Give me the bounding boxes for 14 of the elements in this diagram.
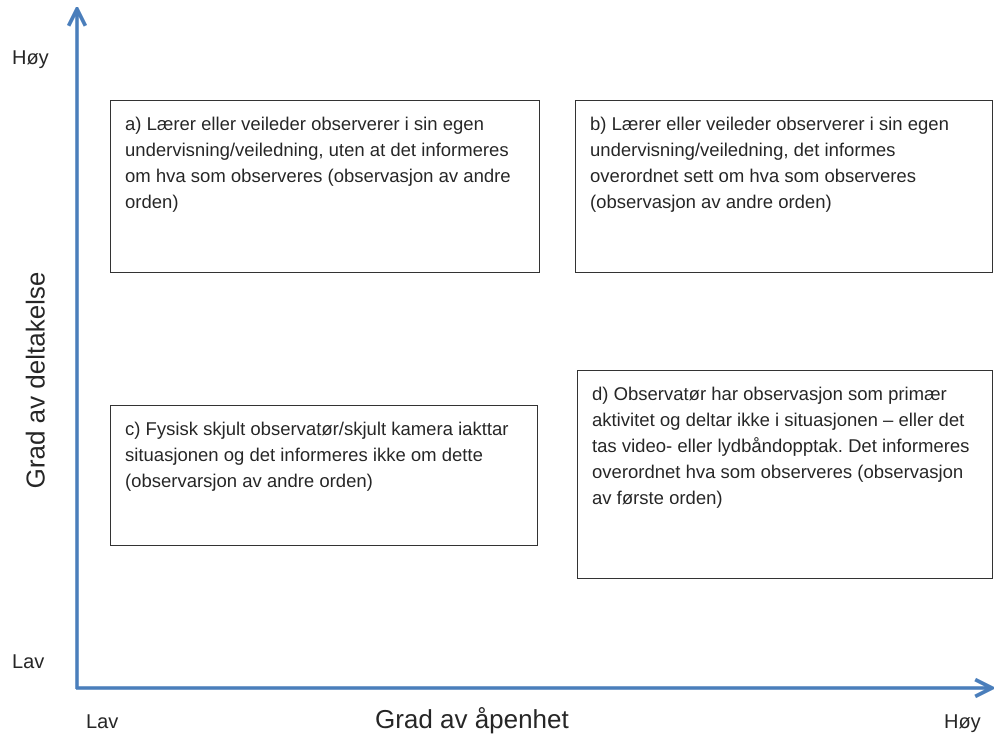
axis-level-label: Høy xyxy=(944,710,981,734)
quadrant-box xyxy=(577,370,993,579)
axis-title: Grad av åpenhet xyxy=(375,704,569,736)
quadrant-text: b) Lærer eller veileder observerer i sin egen undervisning/veiledning, det informes overordnet sett om hva som observeres (observasjon av andre orden) xyxy=(590,112,950,214)
quadrant-box xyxy=(575,100,993,273)
quadrant-text: c) Fysisk skjult observatør/skjult kamera iakttar situasjonen og det informeres ikke om dette (observarsjon av andre orden) xyxy=(125,417,510,493)
quadrant-text: d) Observatør har observasjon som primær aktivitet og deltar ikke i situasjonen – eller det tas video- eller lydbåndopptak. Det informeres overordnet hva som observeres (observasjon av første orden) xyxy=(592,382,970,510)
quadrant-text: a) Lærer eller veileder observerer i sin egen undervisning/veiledning, uten at det informeres om hva som observeres (observasjon av andre orden) xyxy=(125,112,512,214)
axis-title: Grad av deltakelse xyxy=(20,272,52,488)
quadrant-box xyxy=(110,405,538,546)
quadrant-box xyxy=(110,100,540,273)
axis-level-label: Lav xyxy=(12,650,44,674)
axis-level-label: Lav xyxy=(86,710,118,734)
axis-level-label: Høy xyxy=(12,46,49,70)
